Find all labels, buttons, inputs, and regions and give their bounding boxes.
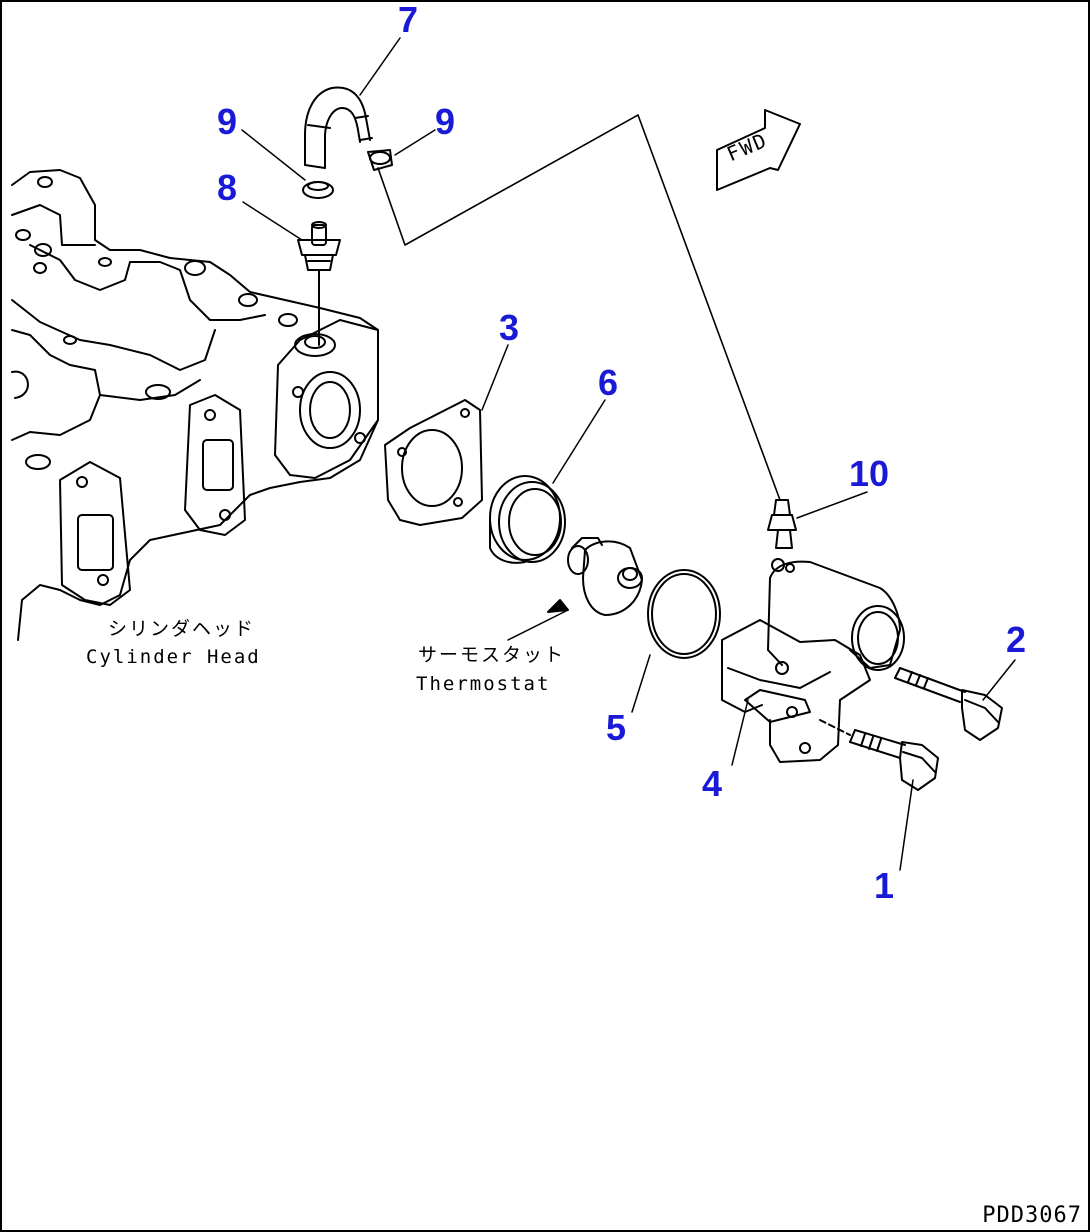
callout-9-left: 9	[217, 101, 238, 142]
thermostat	[567, 537, 643, 616]
part-2-bolt	[894, 667, 1003, 741]
sensor-wire	[377, 114, 781, 501]
drawing-code: PDD3067	[982, 1203, 1082, 1228]
fwd-arrow	[716, 109, 801, 191]
part-6-seal	[489, 475, 566, 564]
part-10-sensor	[767, 499, 797, 549]
callout-7: 7	[398, 0, 419, 40]
caption-thermostat-jp: サーモスタット	[418, 644, 566, 666]
callout-6: 6	[598, 362, 619, 403]
part-4-housing	[721, 558, 905, 763]
callout-10: 10	[849, 453, 890, 494]
cylinder-head	[11, 169, 379, 641]
part-3-gasket	[384, 399, 483, 526]
part-7-hose	[304, 86, 373, 169]
caption-cylinder-head-en: Cylinder Head	[86, 646, 261, 668]
callout-1: 1	[874, 865, 895, 906]
callout-3: 3	[499, 307, 520, 348]
part-5-oring	[647, 569, 721, 659]
callout-9-right: 9	[435, 101, 456, 142]
leader-lines	[241, 37, 1016, 871]
callout-5: 5	[606, 707, 627, 748]
callout-4: 4	[702, 763, 723, 804]
caption-cylinder-head-jp: シリンダヘッド	[108, 618, 256, 640]
callout-8: 8	[217, 167, 238, 208]
part-1-bolt	[819, 719, 939, 791]
callout-2: 2	[1006, 619, 1027, 660]
part-9-clamp-right	[367, 149, 393, 171]
thermostat-arrow-head	[547, 599, 569, 613]
part-8-fitting	[297, 221, 341, 346]
caption-thermostat-en: Thermostat	[416, 673, 551, 695]
